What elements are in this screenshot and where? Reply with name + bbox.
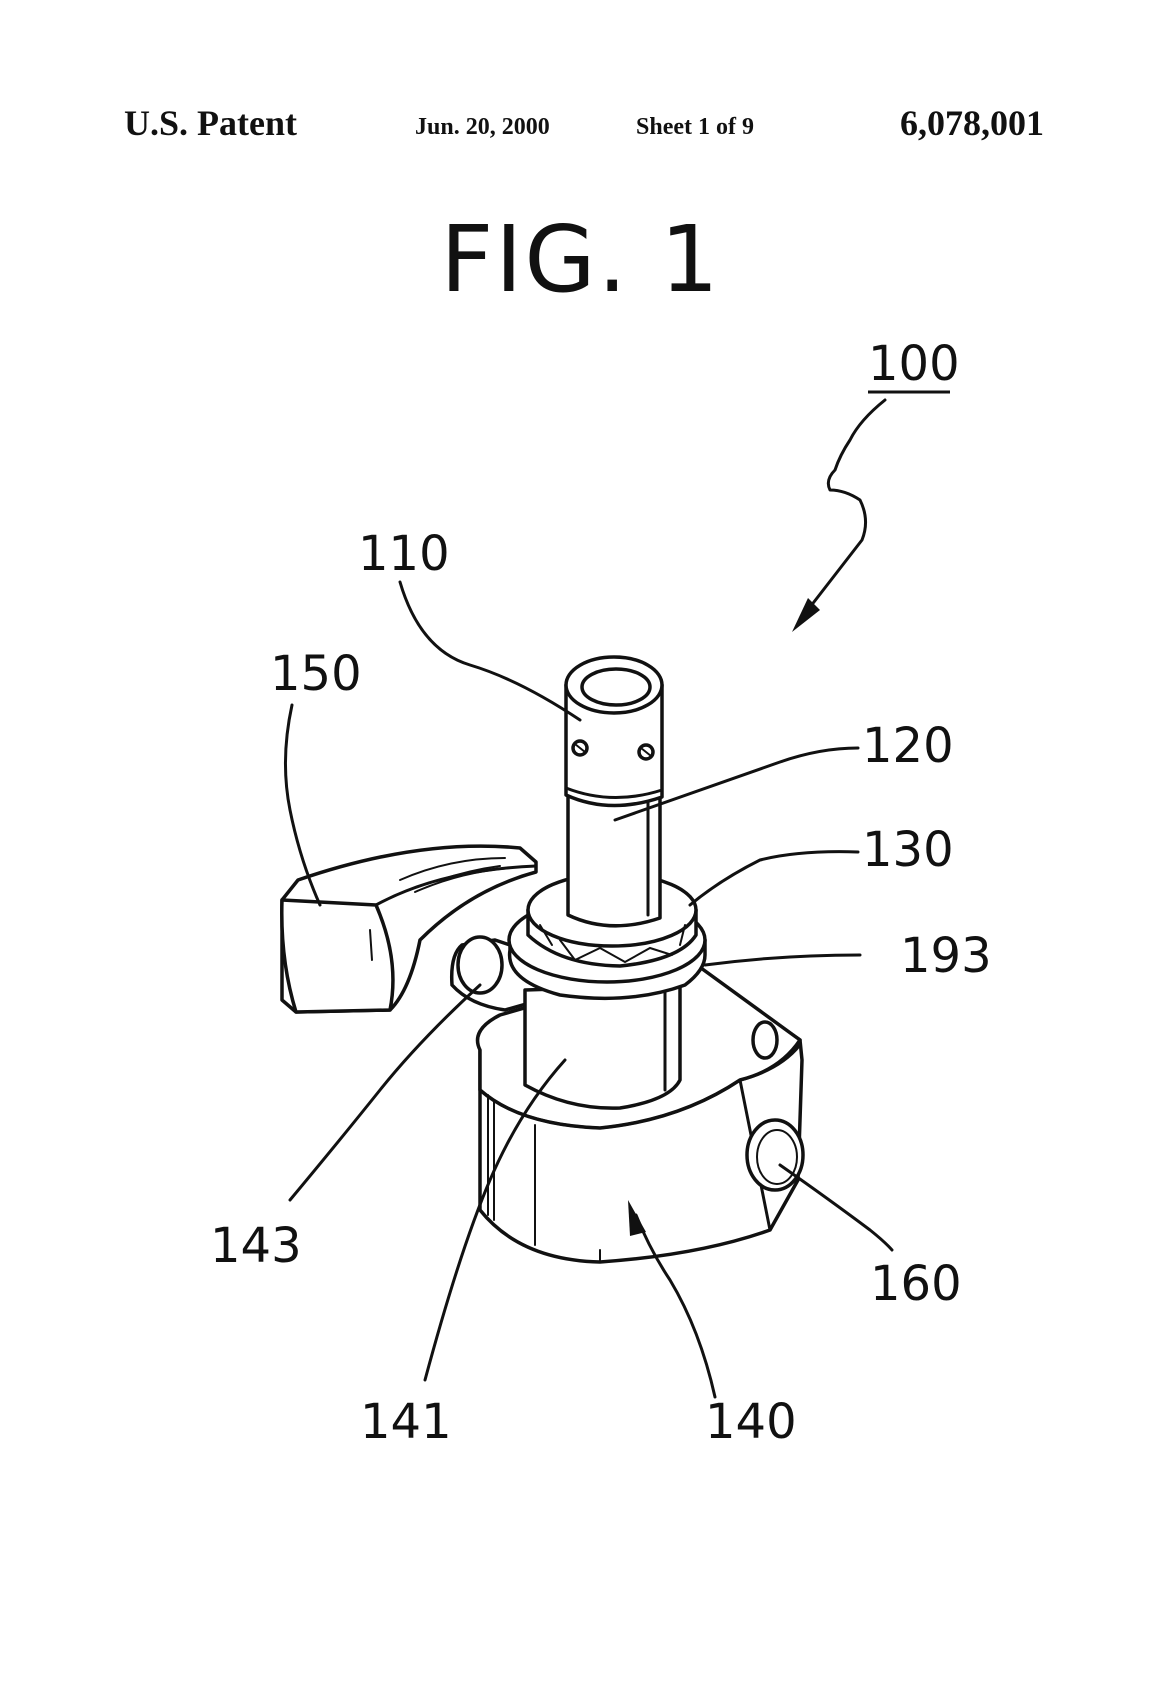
leader-lines [283,398,894,1399]
figure-title: FIG. 1 [440,206,721,313]
knob-part [280,844,538,1014]
label-120: 120 [862,718,954,774]
label-100: 100 [868,336,960,392]
label-160: 160 [870,1256,962,1312]
patent-office: U.S. Patent [124,103,297,143]
label-130: 130 [862,822,954,878]
shaft-part [566,783,662,928]
label-150: 150 [270,646,362,702]
label-140: 140 [705,1394,797,1450]
tube-part [564,655,664,808]
label-141: 141 [360,1394,452,1450]
patent-sheet: Sheet 1 of 9 [636,114,754,140]
patent-number: 6,078,001 [900,103,1044,143]
label-193: 193 [900,928,992,984]
reference-numerals: 100 110 150 120 130 193 143 160 141 140 [210,336,992,1450]
label-110: 110 [358,526,450,582]
patent-date: Jun. 20, 2000 [415,114,550,140]
label-143: 143 [210,1218,302,1274]
neck-part [523,983,682,1110]
